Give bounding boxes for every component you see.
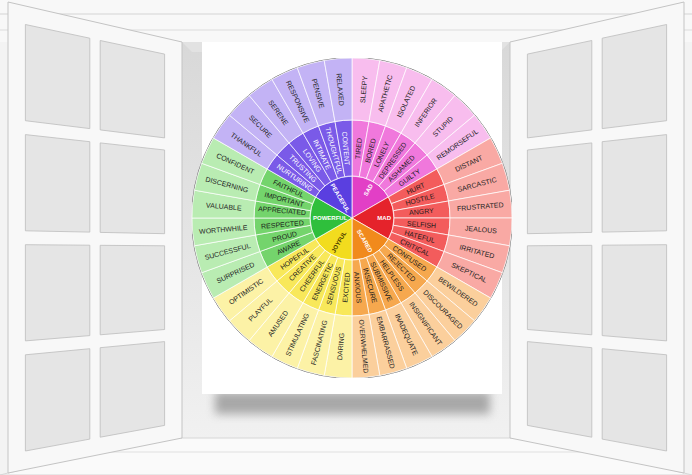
shutter-pane [527, 245, 591, 334]
emotion-label: POWERFUL [313, 215, 347, 221]
shutter-pane [25, 245, 89, 341]
emotion-label: TIRED [354, 138, 363, 160]
shutter-pane [25, 349, 89, 451]
card-shadow [215, 392, 490, 414]
shutter-pane [25, 25, 89, 129]
beam-line [0, 14, 692, 15]
window-shutters [8, 2, 684, 473]
segment-shape [324, 58, 352, 121]
sill-line [100, 452, 592, 453]
shutter-pane [100, 143, 164, 234]
tertiary-emotion: RELAXED [192, 58, 512, 378]
shutter-pane [602, 349, 666, 451]
shutter-frame [510, 2, 684, 473]
segment-shape [352, 315, 380, 378]
shutter-pane [527, 342, 591, 438]
shutter-pane [25, 135, 89, 233]
shutter-pane [602, 25, 666, 129]
segment-shape [449, 190, 512, 218]
shutter-pane [100, 245, 164, 334]
shutter-pane [602, 245, 666, 341]
segment-shape [393, 201, 450, 218]
emotion-label: MAD [377, 215, 391, 221]
feelings-wheel: SADMADSCAREDJOYFULPOWERFULPEACEFULTIREDB… [192, 58, 512, 378]
shutter-pane [100, 342, 164, 438]
shutter-pane [527, 143, 591, 234]
segment-shape [254, 218, 311, 235]
wheel-rim [192, 58, 512, 378]
shutter-frame [8, 2, 182, 473]
segment-shape [335, 120, 352, 177]
shutter-pane [602, 135, 666, 233]
shutter-pane [527, 41, 591, 138]
shutter-pane [100, 41, 164, 138]
window-opening [150, 40, 542, 440]
segment-shape [352, 259, 369, 316]
emotion-segment [192, 58, 512, 378]
segment-shape [192, 218, 255, 246]
